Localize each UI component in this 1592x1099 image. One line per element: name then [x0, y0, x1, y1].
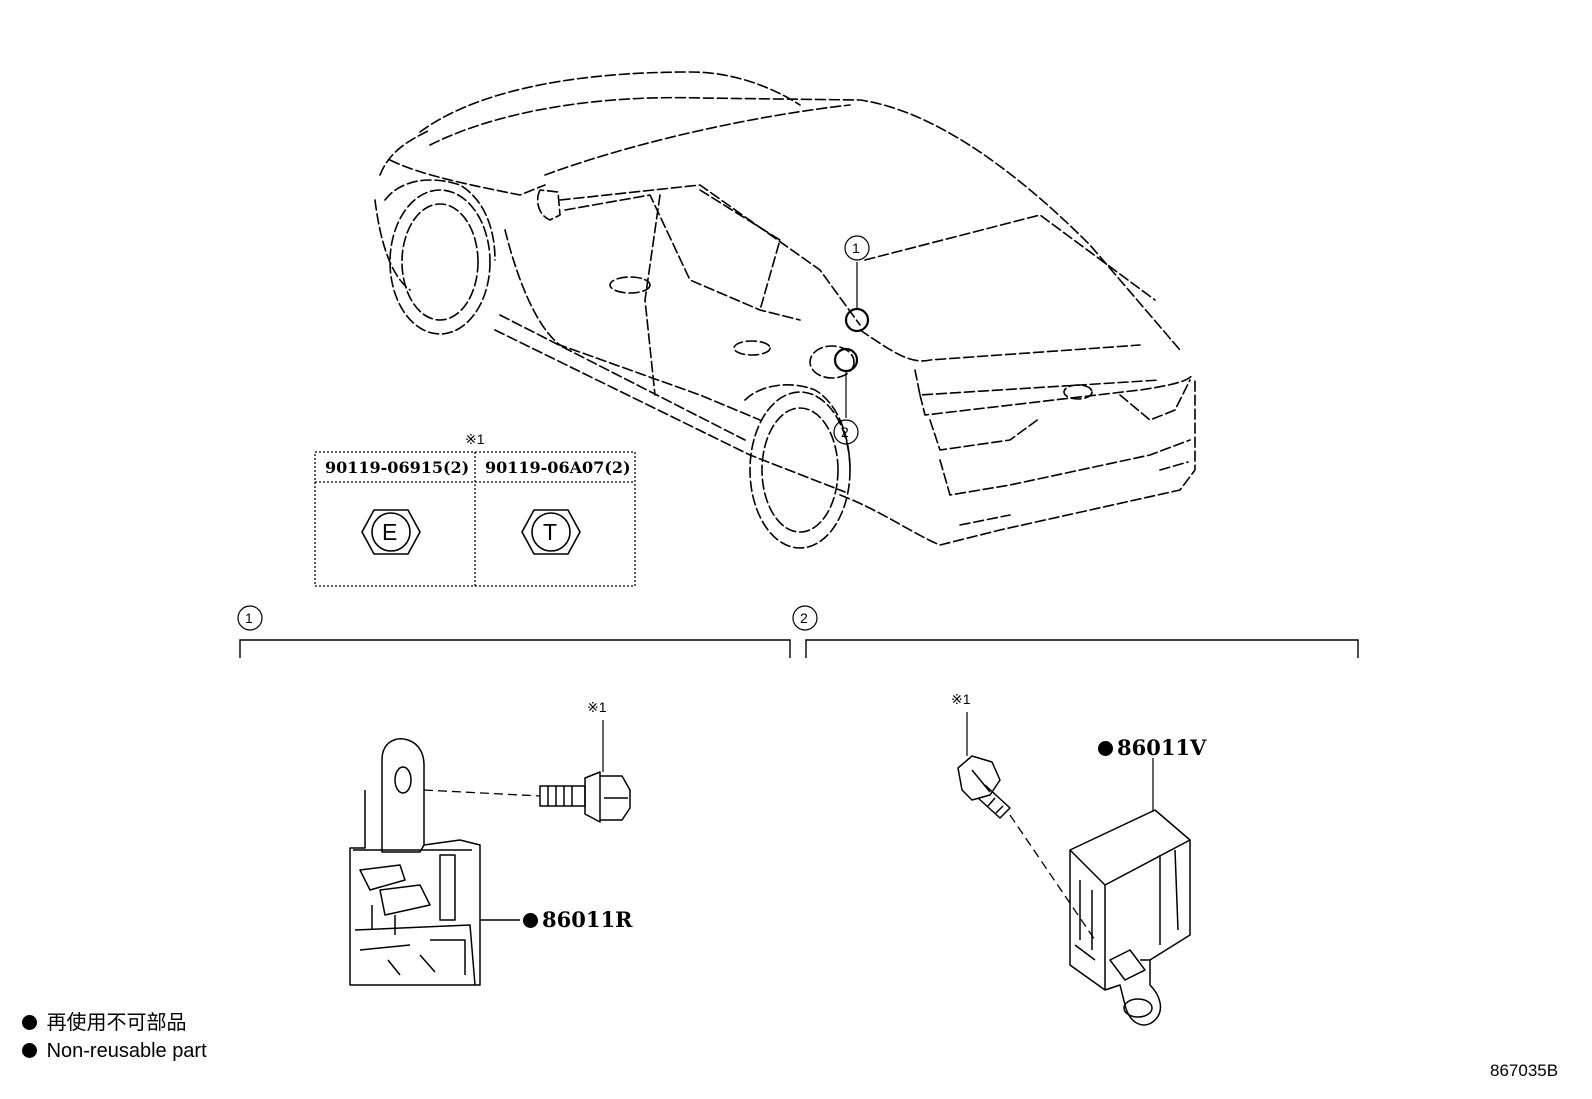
- section-1-number: 1: [245, 610, 253, 626]
- callout-2-bubble: [833, 419, 859, 445]
- callout-2-number: 2: [841, 424, 849, 440]
- part-number-86011r: 86011R: [523, 909, 633, 930]
- sensor-location-2-marker: [833, 347, 859, 373]
- legend-japanese: 再使用不可部品: [22, 1013, 187, 1033]
- sensor-86011v-drawing: [957, 755, 1191, 1026]
- bolt-e-letter: E: [382, 519, 398, 545]
- section-1-bracket: [239, 639, 791, 658]
- bolt-table-frame: [314, 451, 636, 587]
- legend-english: Non-reusable part: [22, 1041, 207, 1061]
- section-2-bolt-reference-mark: ※1: [951, 691, 971, 707]
- section-1-bolt-reference-mark: ※1: [587, 699, 607, 715]
- callout-1-number: 1: [852, 240, 860, 256]
- vehicle-outline: [374, 71, 1196, 549]
- sensor-86011r-drawing: [349, 738, 631, 986]
- bolt-e-icon: [361, 509, 421, 555]
- section-2-number: 2: [800, 610, 808, 626]
- bolt-t-letter: T: [543, 519, 558, 545]
- illustration-id: 867035B: [1490, 1061, 1559, 1080]
- section-2-bubble: [792, 605, 818, 631]
- bolt-table-part-number-2: 90119-06A07(2): [485, 458, 631, 477]
- section-2-bracket: [805, 639, 1359, 658]
- bolt-table-part-number-1: 90119-06915(2): [325, 458, 470, 477]
- sensor-location-1-marker: [844, 307, 870, 333]
- callout-1-bubble: [844, 235, 870, 261]
- bolt-t-icon: [521, 509, 581, 555]
- section-1-bubble: [237, 605, 263, 631]
- bolt-table-reference-mark: ※1: [465, 431, 485, 447]
- part-number-86011v: 86011V: [1098, 737, 1206, 758]
